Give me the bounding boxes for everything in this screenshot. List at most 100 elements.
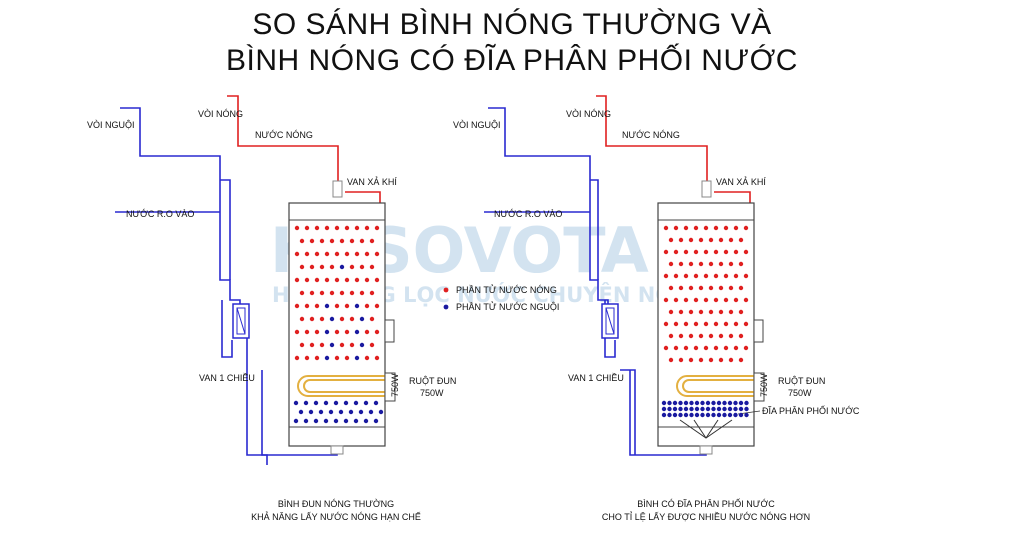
hot-particle <box>314 251 320 257</box>
hot-particle <box>349 316 355 322</box>
cold-particle <box>733 400 738 406</box>
hot-particle <box>354 277 360 283</box>
cold-particle <box>700 406 705 412</box>
hot-particle <box>703 297 709 303</box>
hot-particle <box>369 238 375 244</box>
hot-particle <box>678 333 684 339</box>
hot-particle <box>369 264 375 270</box>
hot-particle <box>728 333 734 339</box>
hot-particle <box>728 309 734 315</box>
cold-particle <box>353 418 359 424</box>
left-power-label: 750W <box>420 388 444 398</box>
right-check-valve-label: VAN 1 CHIỀU <box>568 373 624 383</box>
cold-particle <box>705 406 711 412</box>
right-air-valve <box>701 180 712 198</box>
cold-particle <box>727 412 733 418</box>
hot-particle <box>294 303 300 309</box>
cold-particle <box>298 409 304 415</box>
title-line-2: BÌNH NÓNG CÓ ĐĨA PHÂN PHỐI NƯỚC <box>226 44 798 77</box>
title-line-1: SO SÁNH BÌNH NÓNG THƯỜNG VÀ <box>252 8 772 41</box>
right-box-power-label: 750W <box>759 373 769 397</box>
hot-particle <box>708 285 714 291</box>
right-heater-label: RUỘT ĐUN <box>778 376 825 386</box>
hot-particle <box>738 285 744 291</box>
cold-particle <box>683 406 689 412</box>
right-power-label: 750W <box>788 388 812 398</box>
left-hot-pipe <box>227 95 339 190</box>
cold-particle <box>354 329 360 335</box>
hot-particle <box>733 297 739 303</box>
hot-particle <box>728 285 734 291</box>
hot-particle <box>314 303 320 309</box>
hot-particle <box>364 277 370 283</box>
cold-particle <box>733 412 738 418</box>
hot-particle <box>319 264 325 270</box>
cold-particle <box>744 400 749 406</box>
cold-particle <box>373 418 379 424</box>
hot-particle <box>723 225 729 231</box>
hot-particle <box>743 225 749 231</box>
hot-particle <box>369 316 375 322</box>
cold-particle <box>323 400 329 406</box>
hot-particle <box>324 277 330 283</box>
hot-particle <box>309 290 315 296</box>
hot-particle <box>733 321 739 327</box>
cold-particle <box>373 400 379 406</box>
cold-particle <box>727 400 733 406</box>
hot-particle <box>738 237 744 243</box>
cold-particle <box>359 342 365 348</box>
left-cold-tap-label: VÒI NGUỘI <box>87 120 135 130</box>
hot-particle <box>693 225 699 231</box>
cold-particle <box>368 409 374 415</box>
hot-particle <box>688 357 694 363</box>
right-hot-water-label: NƯỚC NÓNG <box>622 130 680 140</box>
cold-particle <box>672 400 678 406</box>
cold-particle <box>293 400 299 406</box>
right-cold-tap-label: VÒI NGUỘI <box>453 120 501 130</box>
hot-particle <box>663 297 669 303</box>
hot-particle <box>743 273 749 279</box>
cold-particle <box>744 412 749 418</box>
cold-particle <box>318 409 324 415</box>
hot-particle <box>334 225 340 231</box>
hot-particle <box>294 355 300 361</box>
hot-particle <box>683 345 689 351</box>
hot-particle <box>663 249 669 255</box>
cold-particle <box>324 355 330 361</box>
hot-particle <box>733 345 739 351</box>
left-heater-box <box>384 372 396 402</box>
cold-particle <box>303 400 309 406</box>
hot-particle <box>663 345 669 351</box>
cold-particle <box>683 400 689 406</box>
hot-particle <box>319 316 325 322</box>
cold-particle <box>363 418 369 424</box>
hot-particle <box>718 237 724 243</box>
hot-particle <box>723 273 729 279</box>
cold-particle <box>716 400 722 406</box>
cold-particle <box>293 418 299 424</box>
left-caption-line-2: KHẢ NĂNG LẤY NƯỚC NÓNG HẠN CHẾ <box>251 511 421 522</box>
hot-particle <box>688 309 694 315</box>
hot-particle <box>698 357 704 363</box>
hot-particle <box>713 273 719 279</box>
hot-particle <box>374 225 380 231</box>
hot-particle <box>718 309 724 315</box>
hot-particle <box>713 249 719 255</box>
hot-particle <box>718 357 724 363</box>
hot-particle <box>319 238 325 244</box>
hot-particle <box>708 261 714 267</box>
left-heater-label: RUỘT ĐUN <box>409 376 456 386</box>
cold-particle <box>722 412 727 418</box>
cold-particle <box>343 400 349 406</box>
hot-particle <box>738 357 744 363</box>
hot-particle <box>369 290 375 296</box>
hot-particle <box>673 225 679 231</box>
hot-particle <box>723 345 729 351</box>
hot-particle <box>304 355 310 361</box>
hot-particle <box>374 303 380 309</box>
cold-particle <box>667 406 672 412</box>
hot-particle <box>673 273 679 279</box>
cold-particle <box>711 412 716 418</box>
hot-particle <box>693 345 699 351</box>
cold-particle <box>738 400 744 406</box>
